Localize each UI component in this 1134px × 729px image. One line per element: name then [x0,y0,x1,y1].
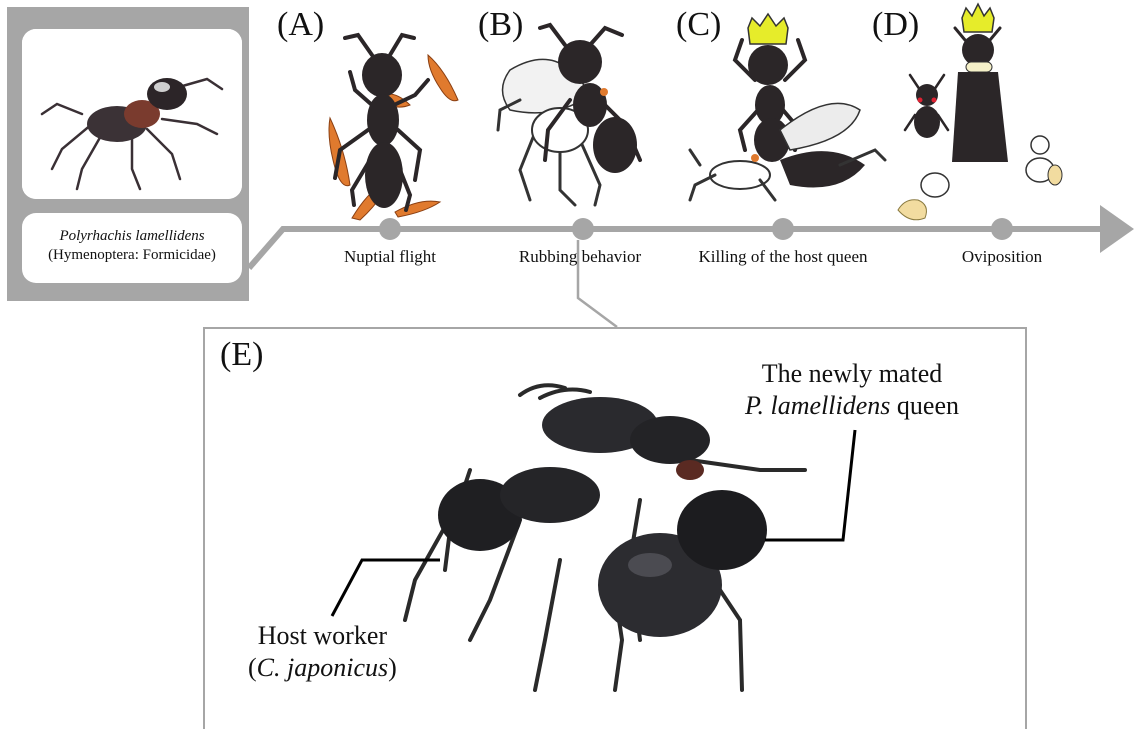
worker-label-open: ( [248,653,257,682]
crown-icon [962,4,994,32]
panel-letter-d: (D) [872,8,919,42]
stage-label-killing-host-queen: Killing of the host queen [698,247,867,267]
panel-letter-a: (A) [277,8,324,42]
queen-shedding-wings-illustration [329,35,458,220]
timeline-node-c [772,218,794,240]
queen-label-line1: The newly mated [762,359,943,388]
timeline-node-d [991,218,1013,240]
worker-label-close: ) [388,653,397,682]
worker-label-line1: Host worker [258,621,387,650]
oviposition-illustration [898,4,1062,220]
panel-letter-b: (B) [478,8,523,42]
queen-callout-label: The newly mated P. lamellidens queen [745,358,959,422]
crown-icon [748,14,788,44]
stage-label-nuptial-flight: Nuptial flight [344,247,436,267]
queen-label-species: P. lamellidens [745,391,890,420]
panel-letter-c: (C) [676,8,721,42]
stage-label-rubbing-behavior: Rubbing behavior [519,247,641,267]
timeline-arrow-icon [1100,205,1134,253]
worker-label-species: C. japonicus [257,653,388,682]
worker-callout-label: Host worker (C. japonicus) [248,620,397,684]
stage-label-oviposition: Oviposition [962,247,1042,267]
queen-label-tail: queen [890,391,959,420]
panel-letter-e: (E) [220,338,263,372]
timeline-node-a [379,218,401,240]
rubbing-behavior-illustration [498,25,640,205]
timeline-node-b [572,218,594,240]
